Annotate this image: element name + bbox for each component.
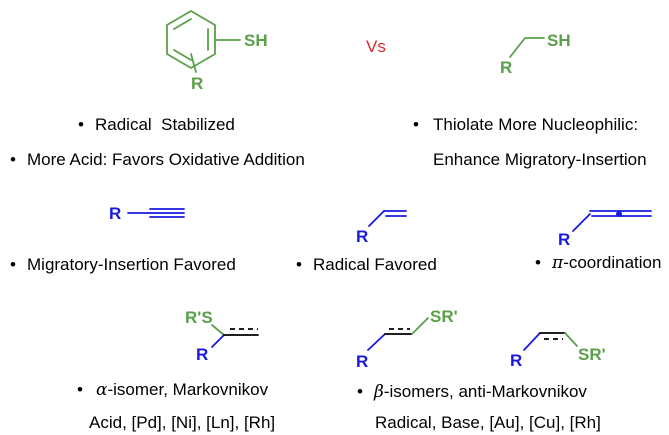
thiophenol-bullet-2: More Acid: Favors Oxidative Addition	[27, 150, 305, 169]
beta-caption: • β-isomers, anti-Markovnikov Radical, B…	[357, 382, 601, 432]
allene-caption: • π-coordination	[535, 253, 661, 273]
thiophenol-bullet-1: Radical Stabilized	[95, 115, 235, 134]
alkyl-thiol-bullet-1: Thiolate More Nucleophilic:	[433, 115, 638, 134]
bullet-marker: •	[357, 382, 363, 401]
thiophenol-r-label: R	[191, 74, 203, 93]
aryl-r-bond	[190, 53, 197, 73]
alkyne-structure: R	[109, 204, 185, 223]
beta-caption-suffix: -isomers, anti-Markovnikov	[384, 382, 588, 401]
alkyl-thiol-chain	[509, 37, 545, 58]
beta2-r-label: R	[510, 351, 522, 370]
vs-label: Vs	[366, 37, 386, 56]
alpha-rs-label: R'S	[185, 308, 213, 327]
alkene-structure: R	[356, 210, 407, 246]
beta1-c-s-bond	[411, 317, 429, 335]
alkyl-thiol-bullets: • Thiolate More Nucleophilic: Enhance Mi…	[413, 115, 647, 169]
alpha-caption: • α-isomer, Markovnikov Acid, [Pd], [Ni]…	[77, 380, 275, 432]
thiophenol-sh-label: SH	[244, 31, 268, 50]
bullet-marker: •	[296, 255, 302, 274]
alpha-caption-text: α-isomer, Markovnikov	[96, 380, 269, 400]
thiophenol-structure: SH R	[166, 10, 268, 93]
bullet-marker: •	[77, 380, 83, 399]
bullet-marker: •	[413, 115, 419, 134]
alkyne-caption: • Migratory-Insertion Favored	[10, 255, 236, 274]
alpha-c-s-bond	[211, 324, 225, 336]
thiophenol-bullets: • Radical Stabilized • More Acid: Favors…	[10, 115, 305, 169]
bullet-marker: •	[535, 253, 541, 272]
allene-r-bond	[572, 213, 591, 232]
bullet-marker: •	[10, 150, 16, 169]
beta2-c-s-bond	[564, 332, 578, 347]
alkene-r-label: R	[356, 227, 368, 246]
alkene-caption: • Radical Favored	[296, 255, 437, 274]
beta-caption-text: β-isomers, anti-Markovnikov	[373, 382, 587, 402]
alkyl-thiol-sh-label: SH	[547, 31, 571, 50]
beta-symbol: β	[373, 382, 384, 402]
beta2-r-bond	[523, 332, 541, 351]
allene-caption-text: π-coordination	[551, 253, 661, 273]
alpha-catalysts: Acid, [Pd], [Ni], [Ln], [Rh]	[89, 413, 275, 432]
allene-caption-suffix: -coordination	[563, 253, 661, 272]
alpha-caption-suffix: -isomer, Markovnikov	[107, 380, 268, 399]
beta2-sr-label: SR'	[578, 345, 606, 364]
alpha-product-structure: R'S R	[185, 308, 259, 364]
benzene-inner-bond-1	[173, 18, 192, 30]
bullet-marker: •	[78, 115, 84, 134]
alkene-r-bond	[368, 210, 385, 227]
beta1-r-bond	[367, 333, 386, 351]
alpha-symbol: α	[96, 380, 108, 400]
alpha-r-label: R	[196, 345, 208, 364]
beta-product-structure-2: R SR'	[510, 332, 606, 370]
allene-r-label: R	[558, 230, 570, 249]
pi-symbol: π	[551, 253, 564, 273]
beta-catalysts: Radical, Base, [Au], [Cu], [Rh]	[375, 413, 601, 432]
benzene-inner-bond-3	[173, 49, 192, 61]
allene-central-carbon-dot	[616, 211, 622, 217]
bullet-marker: •	[10, 255, 16, 274]
beta1-r-label: R	[356, 352, 368, 371]
beta1-sr-label: SR'	[430, 307, 458, 326]
benzene-ring	[166, 10, 216, 69]
beta-product-structure-1: SR' R	[356, 307, 458, 371]
alkene-caption-text: Radical Favored	[313, 255, 437, 274]
alkyl-thiol-r-label: R	[500, 58, 512, 77]
alkyne-r-label: R	[109, 204, 121, 223]
allene-structure: R	[558, 210, 652, 249]
alkyne-caption-text: Migratory-Insertion Favored	[27, 255, 236, 274]
alkyl-thiol-structure: SH R	[500, 31, 571, 77]
alkyl-thiol-bullet-2: Enhance Migratory-Insertion	[433, 150, 647, 169]
alpha-c-r-bond	[211, 334, 225, 348]
